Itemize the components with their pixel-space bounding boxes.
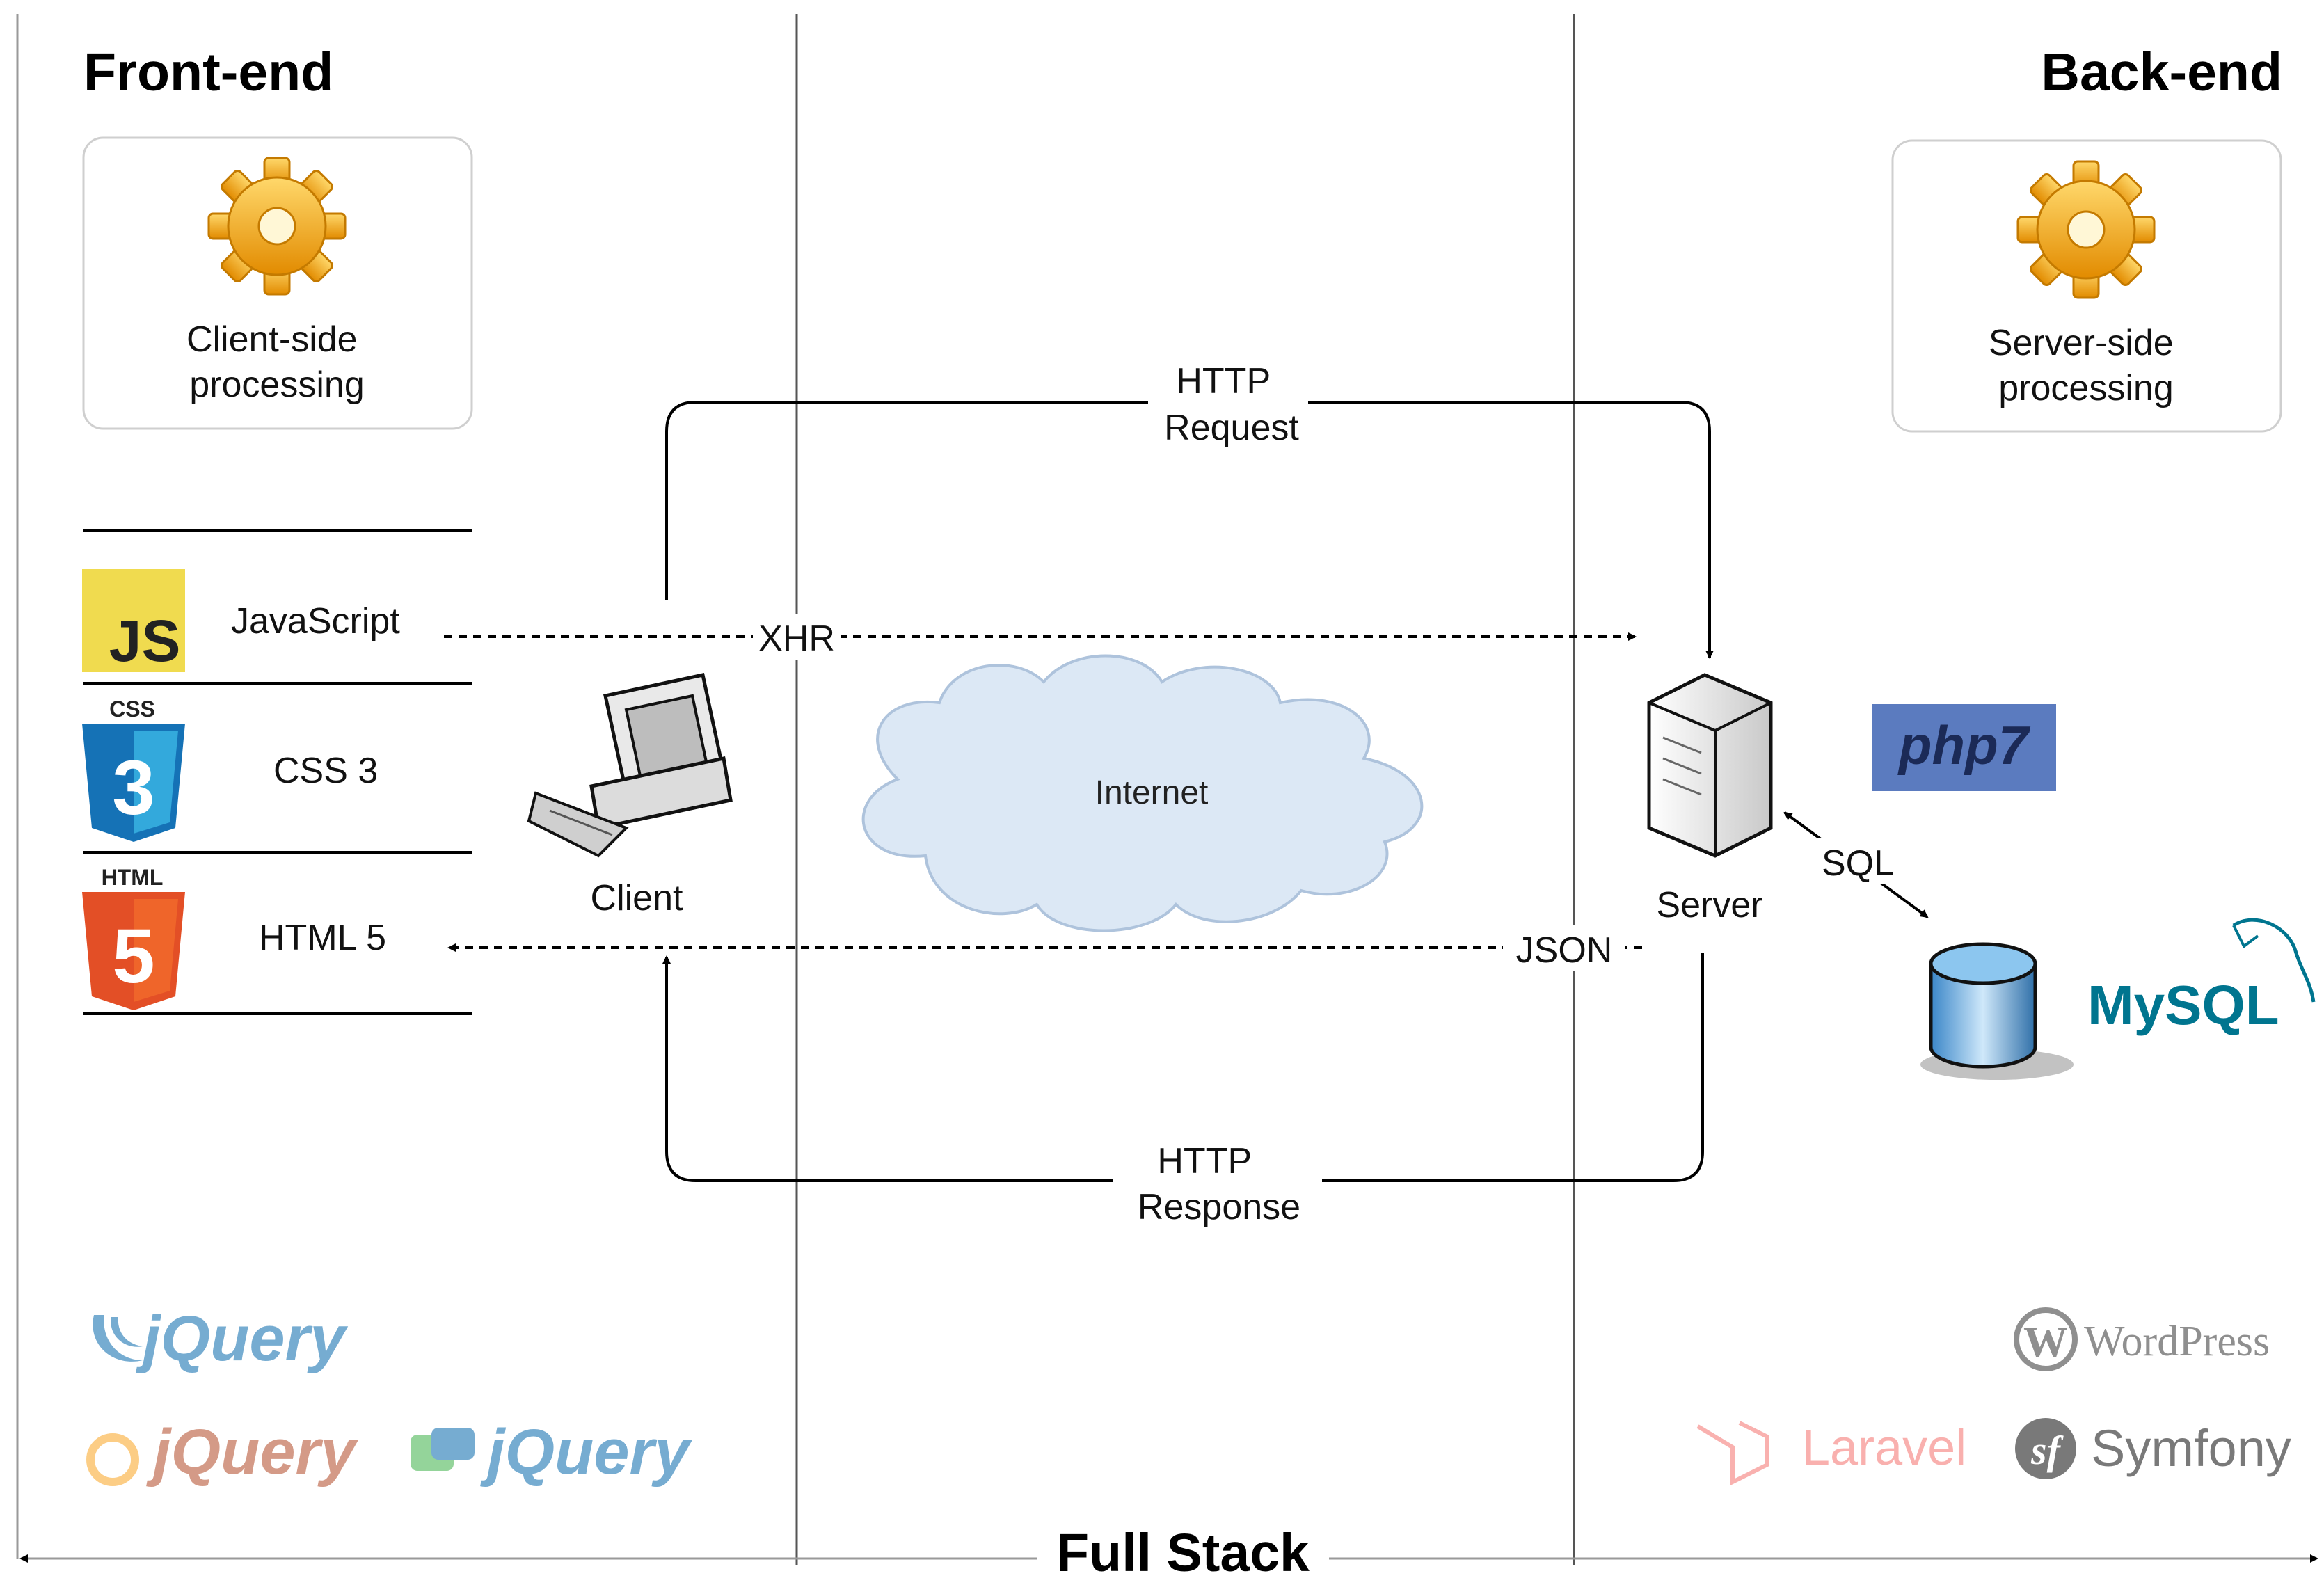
php-logo-text: php7 xyxy=(1897,715,2031,776)
laravel-logo-text: Laravel xyxy=(1802,1420,1966,1476)
svg-text:HTTP Response: HTTP Response xyxy=(1138,1141,1300,1227)
html-number-text: 5 xyxy=(112,914,154,999)
server-side-line-2: processing xyxy=(1998,368,2173,408)
symfony-logo-text: Symfony xyxy=(2091,1419,2291,1477)
jquery-logo-text: jQuery xyxy=(136,1303,348,1374)
jquery-mobile-logo-text: jQuery xyxy=(480,1417,692,1488)
http-request-line-1: HTTP xyxy=(1176,361,1270,401)
mysql-logo-icon: MySQL xyxy=(2087,918,2316,1036)
front-end-heading: Front-end xyxy=(83,42,333,102)
jquery-ui-logo-icon: jQuery xyxy=(86,1417,358,1488)
gear-icon xyxy=(207,157,347,296)
wordpress-logo-icon: W WordPress xyxy=(2014,1307,2270,1371)
tech-stack-table xyxy=(83,529,472,1015)
html-label: HTML 5 xyxy=(259,918,386,958)
svg-text:sf: sf xyxy=(2030,1428,2064,1473)
full-stack-heading: Full Stack xyxy=(1056,1523,1310,1578)
jquery-mobile-logo-icon: jQuery xyxy=(411,1417,692,1488)
client-side-processing-box: Client-side processing xyxy=(82,136,473,430)
css-number-text: 3 xyxy=(112,745,154,831)
symfony-logo-icon: sf Symfony xyxy=(2015,1418,2291,1479)
server-icon xyxy=(1647,673,1773,858)
client-computer-icon xyxy=(527,673,733,858)
client-side-line-2: processing xyxy=(189,365,364,405)
internet-cloud-icon: Internet xyxy=(861,654,1424,932)
back-end-heading: Back-end xyxy=(2041,42,2282,102)
css-tag-text: CSS xyxy=(109,696,155,722)
jquery-ui-logo-text: jQuery xyxy=(146,1417,358,1488)
xhr-label: XHR xyxy=(758,619,835,659)
gear-icon xyxy=(2016,160,2156,299)
html5-logo-icon: HTML 5 xyxy=(82,865,185,1010)
wordpress-logo-text: WordPress xyxy=(2084,1318,2270,1365)
server-side-line-1: Server-side xyxy=(1989,323,2174,363)
server-side-processing-box: Server-side processing xyxy=(1891,139,2282,433)
svg-text:Client-side processing: Client-side processing xyxy=(186,319,367,405)
css-label: CSS 3 xyxy=(273,751,378,791)
mysql-logo-text: MySQL xyxy=(2087,974,2279,1036)
sql-label: SQL xyxy=(1822,843,1894,884)
http-response-line-2: Response xyxy=(1138,1187,1300,1227)
css3-logo-icon: CSS 3 xyxy=(82,696,185,842)
jquery-logo-icon: jQuery xyxy=(93,1303,348,1374)
svg-text:HTTP Request: HTTP Request xyxy=(1164,361,1299,448)
js-badge-text: JS xyxy=(109,608,181,674)
json-label: JSON xyxy=(1516,930,1613,971)
html-tag-text: HTML xyxy=(102,865,164,890)
php7-logo-icon: php7 xyxy=(1872,704,2056,791)
http-request-line-2: Request xyxy=(1164,408,1299,448)
javascript-logo-icon: JS xyxy=(82,569,185,674)
internet-label: Internet xyxy=(1095,774,1209,811)
http-response-line-1: HTTP xyxy=(1157,1141,1251,1181)
client-side-line-1: Client-side xyxy=(186,319,358,360)
database-icon xyxy=(1920,942,2074,1080)
javascript-label: JavaScript xyxy=(231,601,400,641)
laravel-logo-icon: Laravel xyxy=(1696,1420,1966,1485)
server-label: Server xyxy=(1656,885,1762,925)
svg-text:Server-side processing: Server-side processing xyxy=(1989,323,2183,408)
client-label: Client xyxy=(591,878,683,918)
svg-text:W: W xyxy=(2023,1317,2068,1366)
